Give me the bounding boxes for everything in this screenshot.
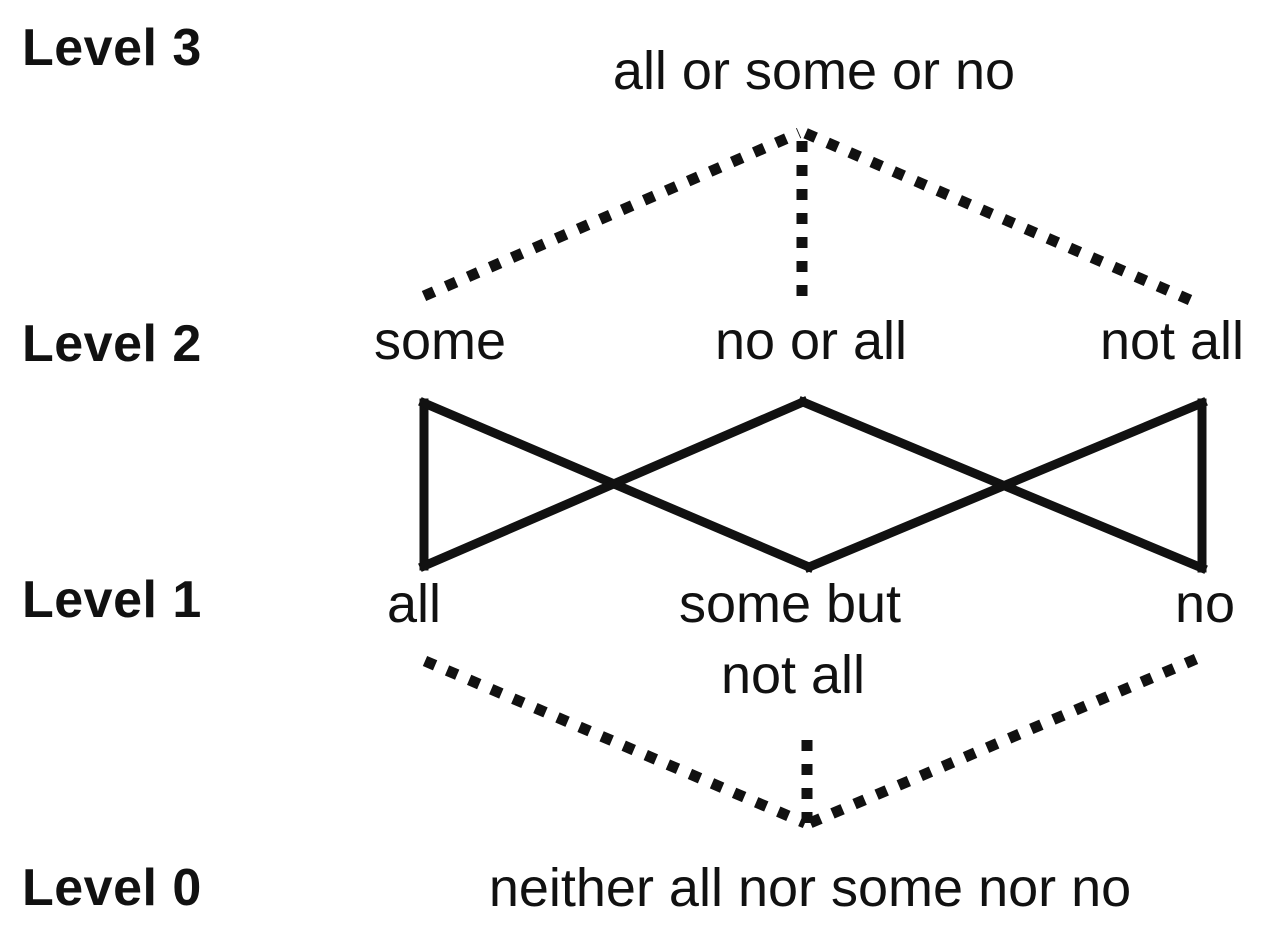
node-level2-no-or-all: no or all bbox=[714, 311, 908, 371]
node-level1-no: no bbox=[1174, 574, 1236, 634]
dotted-edge-some-to-l3 bbox=[421, 127, 802, 302]
node-level2-some: some bbox=[373, 311, 507, 371]
dotted-edges-upper bbox=[421, 127, 1193, 306]
node-level1-some-but-not-all-line2: not all bbox=[720, 645, 866, 705]
level-1-label: Level 1 bbox=[22, 571, 202, 629]
solid-edge-notall-to-somebut bbox=[803, 397, 1208, 573]
level-2-label: Level 2 bbox=[22, 315, 202, 373]
solid-edges-middle bbox=[418, 396, 1208, 574]
dotted-edge-notall-to-l3 bbox=[802, 127, 1193, 306]
node-level1-some-but: some but bbox=[678, 574, 902, 634]
solid-edge-noorall-to-no bbox=[797, 396, 1208, 574]
node-level0-neither-all-nor-some-nor-no: neither all nor some nor no bbox=[488, 858, 1132, 918]
node-level3-all-or-some-or-no: all or some or no bbox=[612, 41, 1016, 101]
solid-edge-some-to-somebut bbox=[418, 397, 815, 573]
dotted-edge-no-to-l0 bbox=[807, 653, 1199, 829]
level-3-label: Level 3 bbox=[22, 19, 202, 77]
node-level2-not-all: not all bbox=[1099, 311, 1245, 371]
solid-edge-noorall-to-all bbox=[418, 396, 809, 572]
level-0-label: Level 0 bbox=[22, 859, 202, 917]
node-level1-all: all bbox=[386, 574, 442, 634]
